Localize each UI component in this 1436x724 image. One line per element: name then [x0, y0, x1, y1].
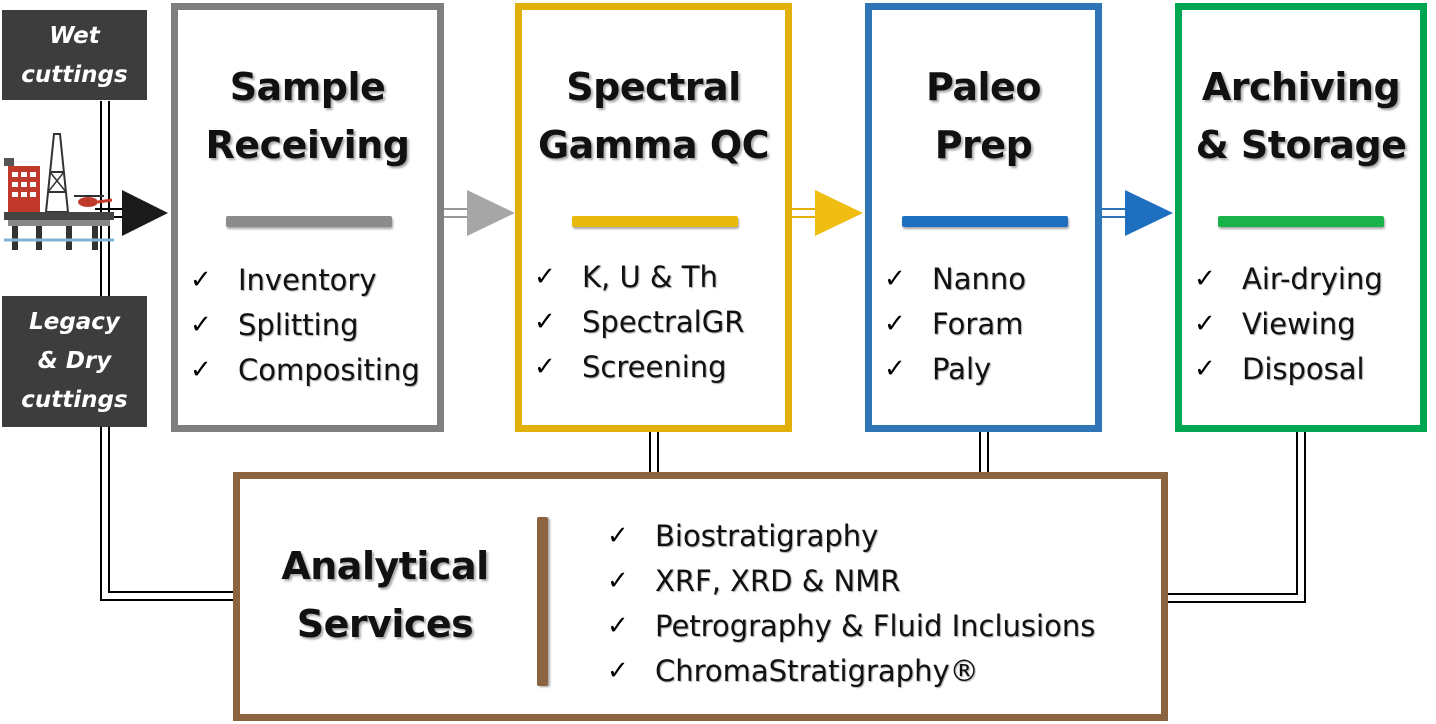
legacy-dry-cuttings-label: Legacy & Dry cuttings: [2, 296, 147, 427]
check-icon: ✓: [190, 309, 212, 340]
list-item: ✓ Petrography & Fluid Inclusions: [607, 603, 1095, 648]
item-label: Paly: [932, 351, 992, 386]
stage-paleo-prep: Paleo Prep ✓ Nanno ✓ Foram ✓ Paly: [865, 3, 1102, 432]
stage-divider: [226, 216, 392, 227]
arrow-gamma-to-paleo: [792, 190, 863, 236]
item-label: Screening: [582, 349, 727, 384]
list-item: ✓ Inventory: [190, 257, 420, 302]
list-item: ✓ K, U & Th: [534, 254, 744, 299]
check-icon: ✓: [190, 264, 212, 295]
item-label: Air-drying: [1242, 261, 1383, 296]
check-icon: ✓: [1194, 263, 1216, 294]
check-icon: ✓: [190, 354, 212, 385]
stage-title: Paleo Prep: [926, 65, 1041, 167]
list-item: ✓ Disposal: [1194, 346, 1383, 391]
check-icon: ✓: [607, 610, 629, 641]
arrow-receiving-to-gamma: [443, 190, 515, 236]
list-item: ✓ Screening: [534, 344, 744, 389]
check-icon: ✓: [607, 520, 629, 551]
stage-title: Archiving & Storage: [1195, 65, 1407, 167]
check-icon: ✓: [534, 306, 556, 337]
list-item: ✓ Paly: [884, 346, 1026, 391]
list-item: ✓ SpectralGR: [534, 299, 744, 344]
check-icon: ✓: [1194, 353, 1216, 384]
analytical-services-box: Analytical Services ✓ Biostratigraphy ✓ XR…: [233, 472, 1168, 721]
stage-archiving-storage: Archiving & Storage ✓ Air-drying ✓ Viewing…: [1175, 3, 1427, 432]
item-label: Biostratigraphy: [655, 518, 879, 553]
item-label: Petrography & Fluid Inclusions: [655, 608, 1096, 643]
wet-cuttings-label: Wet cuttings: [2, 10, 147, 100]
offshore-rig-icon: [4, 133, 114, 250]
check-icon: ✓: [534, 261, 556, 292]
item-label: Splitting: [238, 307, 359, 342]
stage-title: Spectral Gamma QC: [537, 65, 770, 167]
check-icon: ✓: [1194, 308, 1216, 339]
item-label: SpectralGR: [582, 304, 745, 339]
stage-divider: [572, 216, 738, 227]
stage-spectral-gamma-qc: Spectral Gamma QC ✓ K, U & Th ✓ SpectralGR…: [515, 3, 792, 432]
list-item: ✓ Air-drying: [1194, 256, 1383, 301]
list-item: ✓ ChromaStratigraphy®: [607, 648, 1095, 693]
list-item: ✓ Splitting: [190, 302, 420, 347]
list-item: ✓ Biostratigraphy: [607, 513, 1095, 558]
item-label: Foram: [932, 306, 1024, 341]
item-label: Compositing: [238, 352, 420, 387]
item-label: ChromaStratigraphy®: [655, 653, 979, 688]
analytical-title: Analytical Services: [281, 544, 489, 646]
analytical-divider: [537, 517, 548, 686]
list-item: ✓ Foram: [884, 301, 1026, 346]
item-label: XRF, XRD & NMR: [655, 563, 901, 598]
check-icon: ✓: [884, 263, 906, 294]
check-icon: ✓: [607, 565, 629, 596]
check-icon: ✓: [534, 351, 556, 382]
check-icon: ✓: [607, 655, 629, 686]
item-label: Inventory: [238, 262, 377, 297]
check-icon: ✓: [884, 353, 906, 384]
list-item: ✓ Compositing: [190, 347, 420, 392]
item-label: Nanno: [932, 261, 1026, 296]
check-icon: ✓: [884, 308, 906, 339]
list-item: ✓ Nanno: [884, 256, 1026, 301]
list-item: ✓ XRF, XRD & NMR: [607, 558, 1095, 603]
item-label: Viewing: [1242, 306, 1356, 341]
stage-divider: [902, 216, 1068, 227]
stage-sample-receiving: Sample Receiving ✓ Inventory ✓ Splitting ✓…: [171, 3, 444, 432]
item-label: Disposal: [1242, 351, 1365, 386]
stage-divider: [1218, 216, 1384, 227]
arrow-paleo-to-archiving: [1102, 190, 1173, 236]
list-item: ✓ Viewing: [1194, 301, 1383, 346]
stage-title: Sample Receiving: [205, 65, 410, 167]
item-label: K, U & Th: [582, 259, 718, 294]
